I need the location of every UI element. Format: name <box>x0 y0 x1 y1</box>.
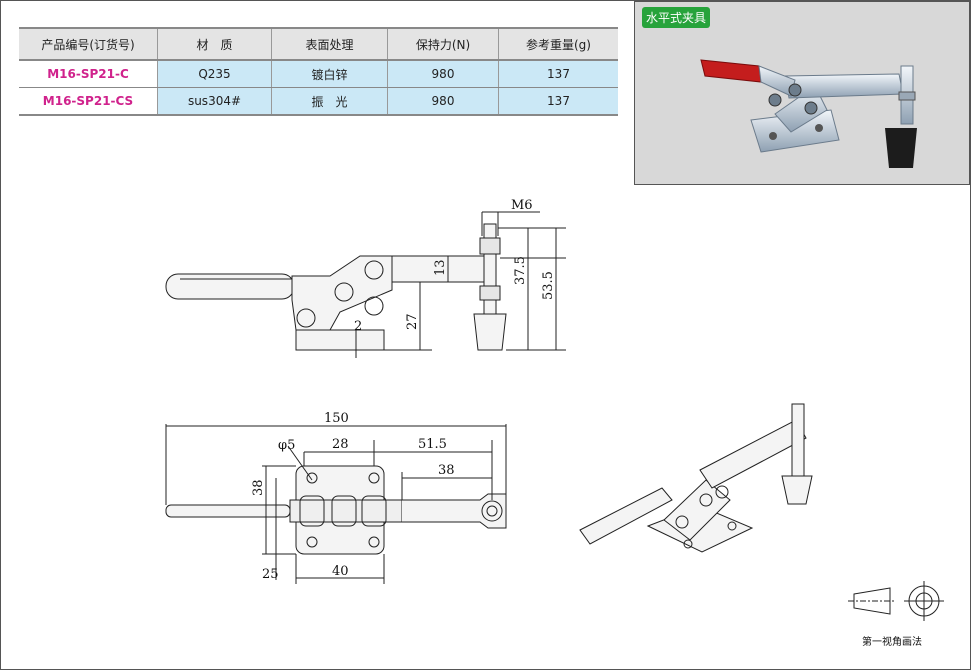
dim-38-right: 38 <box>438 463 455 478</box>
table-row: M16-SP21-C Q235 镀白锌 980 137 <box>19 60 618 88</box>
side-pivot-right <box>364 296 384 316</box>
dim-27: 27 <box>405 313 420 330</box>
top-link-3 <box>361 495 387 527</box>
dim-thread: M6 <box>511 198 533 213</box>
projection-symbol <box>848 581 944 621</box>
dim-40: 40 <box>332 564 349 579</box>
side-pivot-mid <box>334 282 354 302</box>
product-photo <box>634 1 970 185</box>
cell-surface: 振 光 <box>271 87 388 116</box>
top-arm <box>402 493 507 529</box>
dim-13: 13 <box>433 259 448 276</box>
col-header-code: 产品编号(订货号) <box>19 27 158 61</box>
top-view <box>165 465 507 555</box>
side-linkage-body <box>291 255 393 331</box>
top-hole-1 <box>306 472 318 484</box>
iso-handle <box>579 487 673 545</box>
dim-38-left: 38 <box>251 479 266 496</box>
spec-table: 产品编号(订货号) 材 质 表面处理 保持力(N) 参考重量(g) M16-SP… <box>19 27 618 116</box>
photo-badge: 水平式夹具 <box>642 7 711 28</box>
dim-51-5: 51.5 <box>418 437 447 452</box>
side-pivot-low <box>296 308 316 328</box>
side-dimensions <box>355 211 566 358</box>
dim-28: 28 <box>332 437 349 452</box>
col-header-surface: 表面处理 <box>271 27 388 61</box>
cell-material: Q235 <box>157 60 272 88</box>
top-hole-3 <box>306 536 318 548</box>
top-link-1 <box>299 495 325 527</box>
side-rubber-tip <box>473 313 507 351</box>
top-link-2 <box>331 495 357 527</box>
col-header-weight: 参考重量(g) <box>498 27 618 61</box>
side-view <box>165 223 507 351</box>
side-base-plate <box>295 329 385 351</box>
col-header-material: 材 质 <box>157 27 272 61</box>
top-spindle-outer <box>481 500 503 522</box>
cell-surface: 镀白锌 <box>271 60 388 88</box>
clamp-photo-illustration <box>700 59 917 168</box>
top-hole-4 <box>368 536 380 548</box>
side-nut-bottom <box>479 285 501 301</box>
top-dimensions <box>165 424 507 584</box>
top-spindle-inner <box>486 505 498 517</box>
dim-2: 2 <box>354 319 362 334</box>
dim-150: 150 <box>324 411 349 426</box>
iso-arm <box>699 419 807 489</box>
top-handle <box>165 504 291 518</box>
projection-note: 第一视角画法 <box>862 637 922 648</box>
dim-25: 25 <box>262 567 279 582</box>
iso-spindle <box>791 403 805 477</box>
col-header-force: 保持力(N) <box>387 27 499 61</box>
iso-linkage <box>663 479 731 541</box>
cell-material: sus304# <box>157 87 272 116</box>
top-linkage <box>289 499 403 523</box>
cell-force: 980 <box>387 60 499 88</box>
side-nut-top <box>479 237 501 255</box>
iso-view <box>579 403 813 553</box>
iso-rubber-tip <box>781 475 813 505</box>
table-row: M16-SP21-CS sus304# 振 光 980 137 <box>19 87 618 116</box>
cell-weight: 137 <box>498 87 618 116</box>
side-pivot-top <box>364 260 384 280</box>
top-hole-2 <box>368 472 380 484</box>
cell-code: M16-SP21-CS <box>19 87 158 116</box>
dim-phi5: φ5 <box>278 438 295 453</box>
cell-force: 980 <box>387 87 499 116</box>
dim-37-5: 37.5 <box>513 256 528 285</box>
side-handle-grip <box>165 273 295 300</box>
dim-53-5: 53.5 <box>541 271 556 300</box>
cell-code: M16-SP21-C <box>19 60 158 88</box>
cell-weight: 137 <box>498 60 618 88</box>
